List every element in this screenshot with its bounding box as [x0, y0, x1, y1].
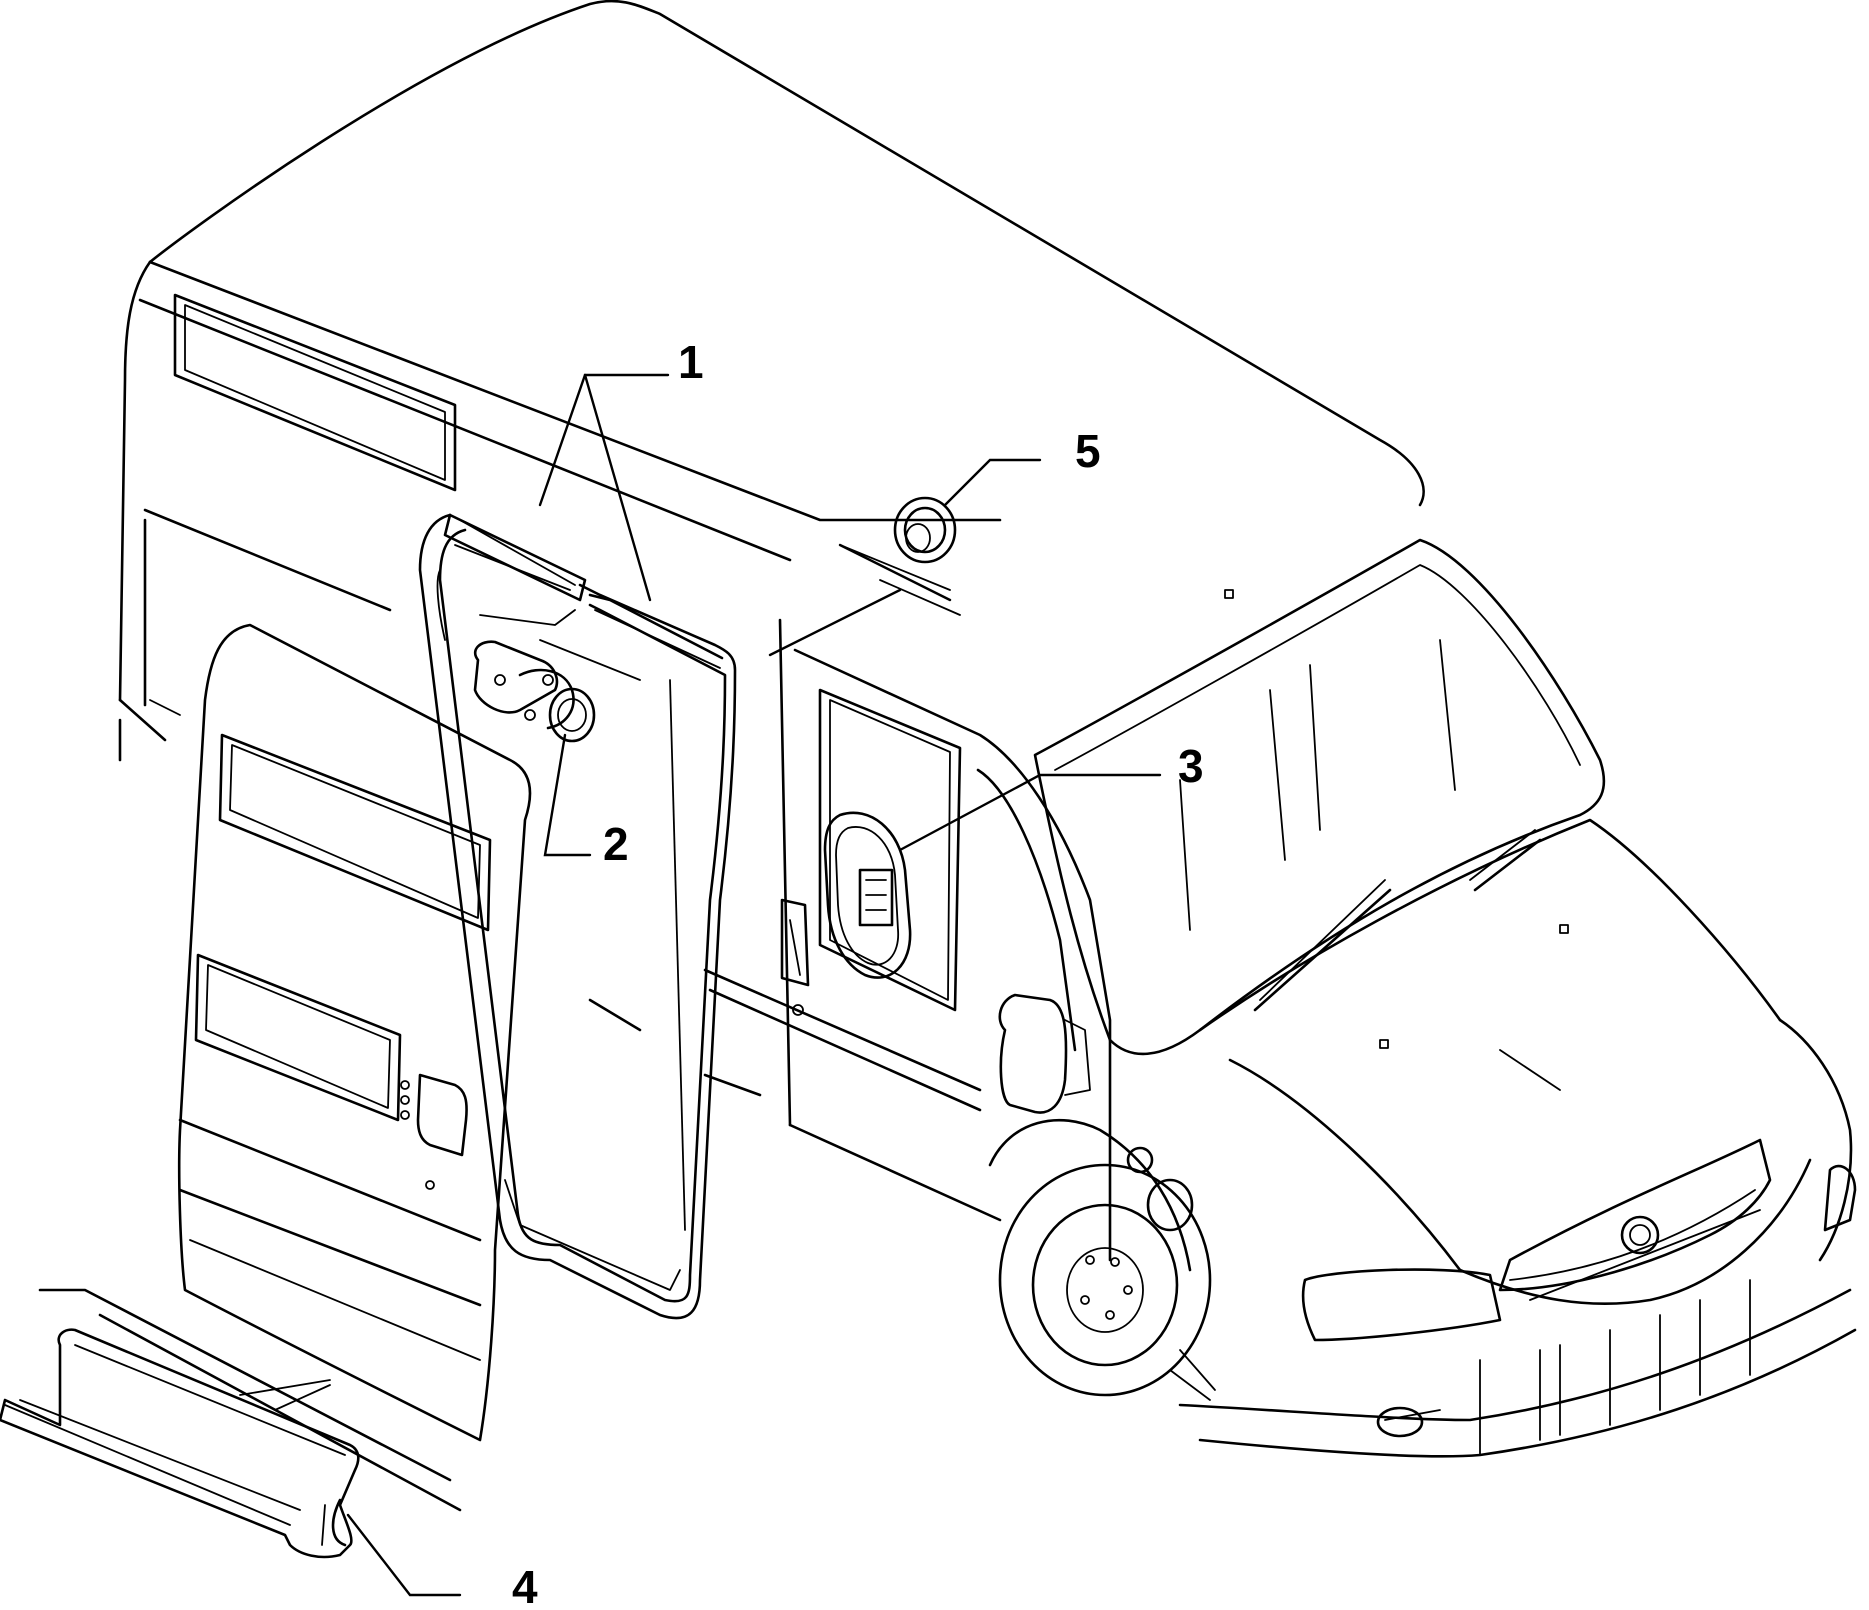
- callouts: 1 2 3 4 5: [512, 336, 1204, 1610]
- door-roller-pin: [473, 640, 596, 743]
- leader-lines: [346, 373, 1162, 1597]
- door-seal-frame: [418, 513, 737, 1320]
- lower-rail: [38, 1288, 462, 1512]
- callout-3: 3: [1178, 740, 1204, 792]
- callout-1: 1: [678, 336, 704, 388]
- sliding-door-panel: [177, 623, 532, 1442]
- side-lamp: [823, 811, 912, 979]
- callout-4: 4: [512, 1561, 538, 1610]
- van-body: [118, 0, 1857, 1458]
- callout-5: 5: [1075, 425, 1101, 477]
- grommet: [839, 496, 961, 616]
- rail-seal-strip: [0, 1328, 360, 1559]
- callout-2: 2: [603, 818, 629, 870]
